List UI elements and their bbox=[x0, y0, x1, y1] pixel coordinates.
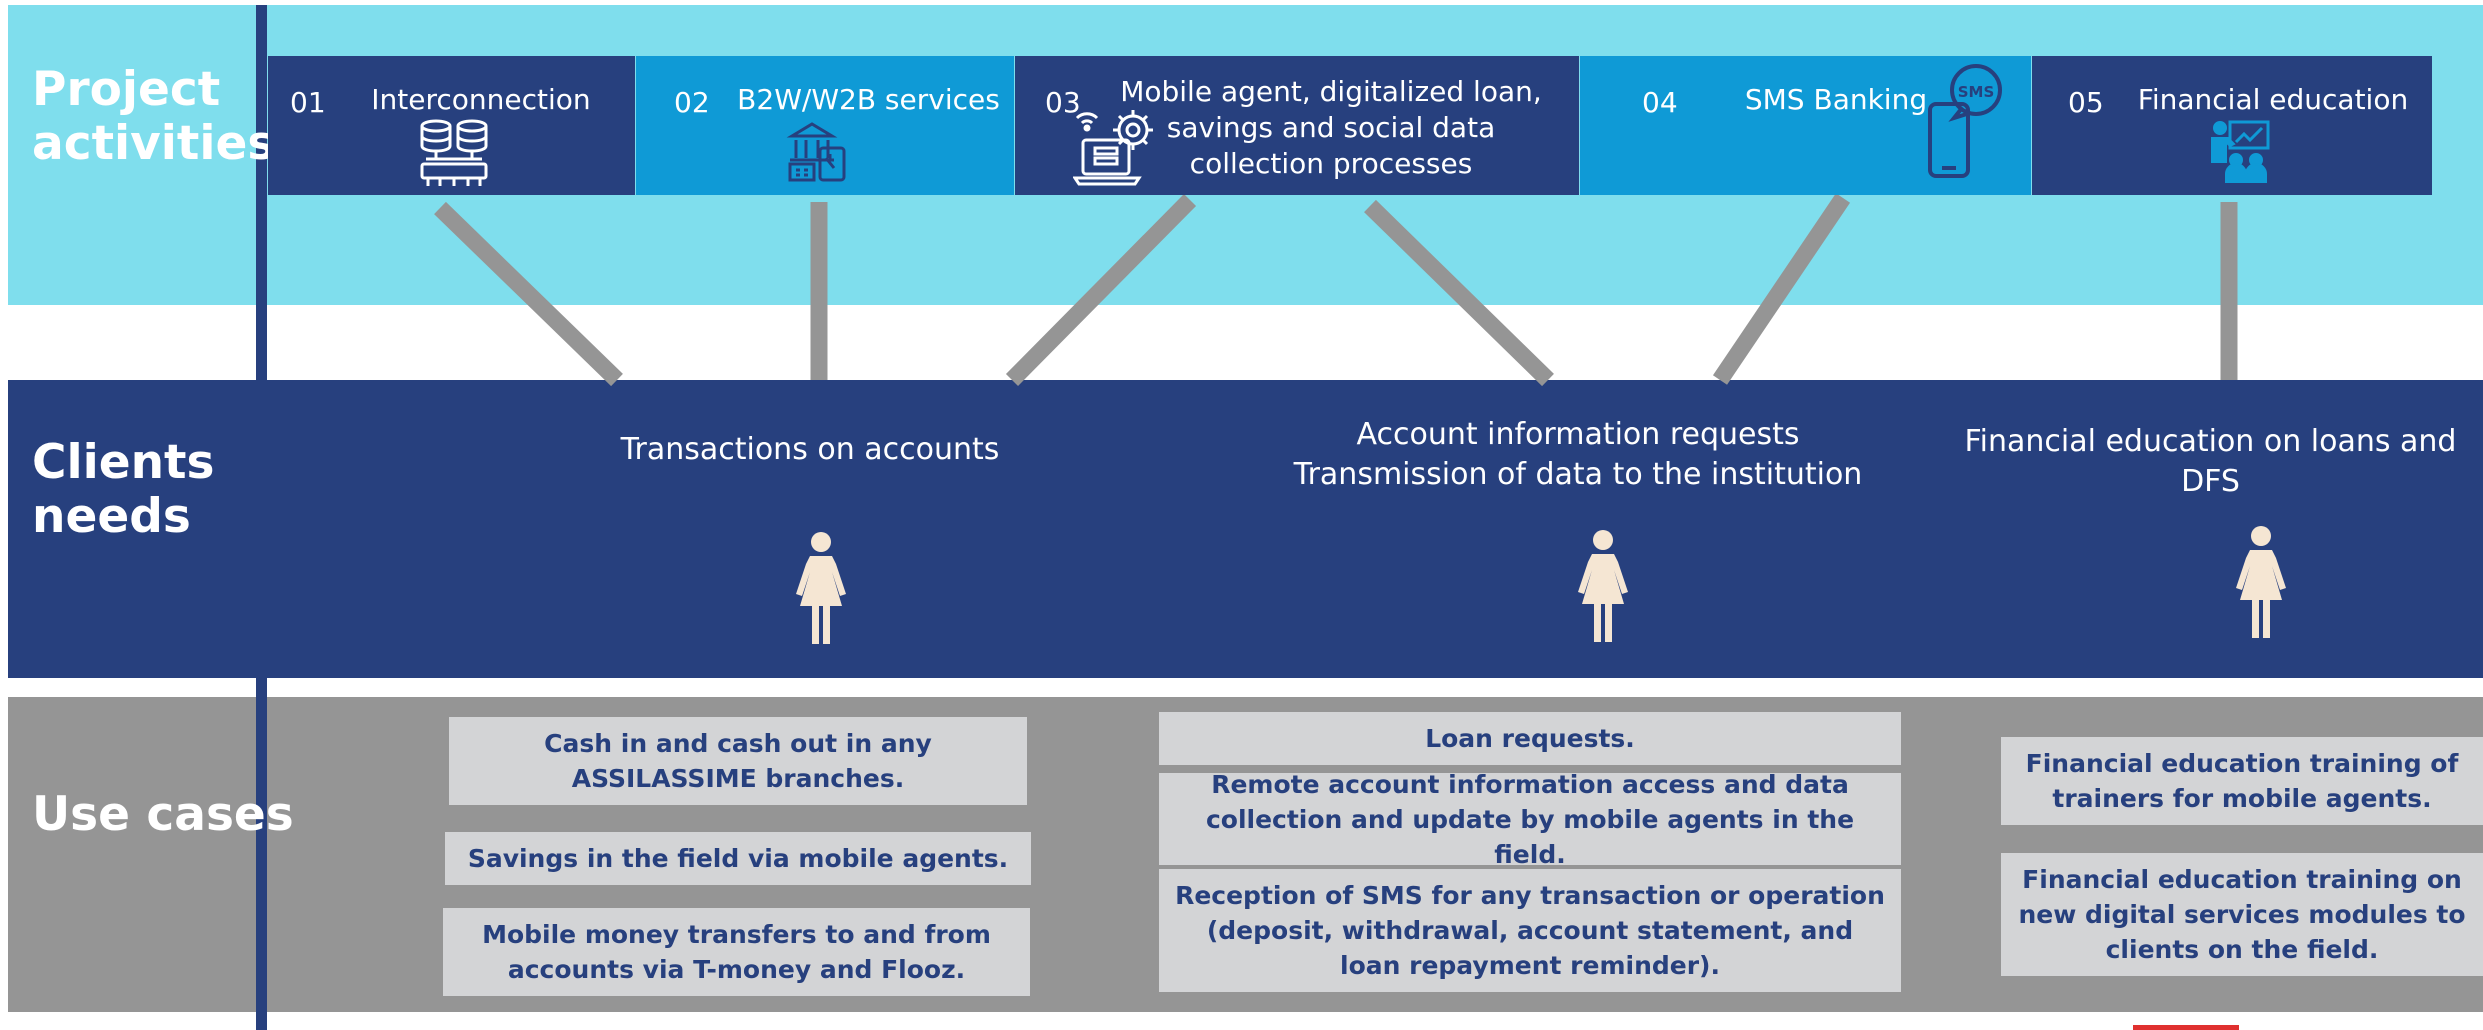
need-account-information-line1: Account information requests bbox=[1356, 417, 1800, 452]
project-activities-label: Project activities bbox=[32, 63, 275, 171]
teacher-board-icon bbox=[2211, 120, 2270, 183]
activity-number: 02 bbox=[674, 86, 710, 119]
need-financial-education: Financial education on loans and DFS bbox=[1964, 424, 2457, 499]
need-transactions: Transactions on accounts bbox=[620, 432, 1000, 467]
woman-icon bbox=[2236, 526, 2286, 638]
use-case-box: Loan requests. bbox=[1159, 712, 1901, 765]
row-divider bbox=[256, 5, 267, 1030]
svg-text:SMS: SMS bbox=[1958, 83, 1995, 101]
activity-financial-education: 05 Financial education bbox=[2032, 56, 2432, 195]
woman-icon bbox=[1578, 530, 1628, 642]
activity-number: 04 bbox=[1642, 86, 1678, 119]
activity-number: 05 bbox=[2068, 86, 2104, 119]
activity-label: Interconnection bbox=[371, 83, 591, 116]
need-account-information-line2: Transmission of data to the institution bbox=[1293, 457, 1863, 492]
use-case-box: Savings in the field via mobile agents. bbox=[445, 832, 1031, 885]
use-case-box: Mobile money transfers to and from accou… bbox=[443, 908, 1030, 996]
activity-label: SMS Banking bbox=[1744, 83, 1928, 116]
use-case-box: Reception of SMS for any transaction or … bbox=[1159, 869, 1901, 992]
activity-mobile-agent: 03 Mobile agent, digitalized loan, savin… bbox=[1015, 56, 1579, 195]
sms-phone-icon: SMS bbox=[1928, 64, 2002, 178]
activity-label: Mobile agent, digitalized loan, savings … bbox=[1120, 75, 1542, 180]
use-case-box: Remote account information access and da… bbox=[1159, 770, 1901, 869]
activity-number: 03 bbox=[1045, 86, 1081, 119]
use-cases-label: Use cases bbox=[32, 787, 294, 842]
activity-label: B2W/W2B services bbox=[737, 83, 1000, 116]
woman-icon bbox=[796, 532, 846, 644]
activity-b2w-w2b: 02 B2W/W2B services bbox=[636, 56, 1014, 195]
connector-sms-information bbox=[1712, 193, 1851, 385]
connector-mobile-agent-information bbox=[1364, 199, 1554, 387]
activity-interconnection: 01 Interconnection bbox=[268, 56, 635, 195]
use-case-box: Financial education training on new digi… bbox=[2001, 853, 2483, 976]
need-account-information: Account information requests Transmissio… bbox=[1278, 415, 1878, 495]
connector-mobile-agent-transactions bbox=[1005, 194, 1197, 386]
activity-sms-banking: 04 SMS Banking SMS bbox=[1580, 56, 2031, 195]
red-accent-bar bbox=[2133, 1025, 2239, 1030]
connector-interconnection-transactions bbox=[434, 201, 623, 387]
activity-number: 01 bbox=[290, 86, 326, 119]
project-activities-label-line1: Project bbox=[32, 62, 221, 117]
activity-label: Financial education bbox=[2137, 83, 2409, 116]
clients-needs-label: Clients needs bbox=[32, 436, 215, 544]
clients-needs-label-line2: needs bbox=[32, 489, 191, 544]
clients-needs-label-line1: Clients bbox=[32, 435, 215, 490]
use-case-box: Cash in and cash out in any ASSILASSIME … bbox=[449, 717, 1027, 805]
bank-phone-icon bbox=[786, 122, 846, 182]
server-network-icon bbox=[420, 119, 488, 186]
clients-needs-band bbox=[8, 380, 2483, 678]
use-case-box: Financial education training of trainers… bbox=[2001, 737, 2483, 825]
project-activities-label-line2: activities bbox=[32, 116, 276, 171]
laptop-gear-icon bbox=[1073, 110, 1153, 186]
